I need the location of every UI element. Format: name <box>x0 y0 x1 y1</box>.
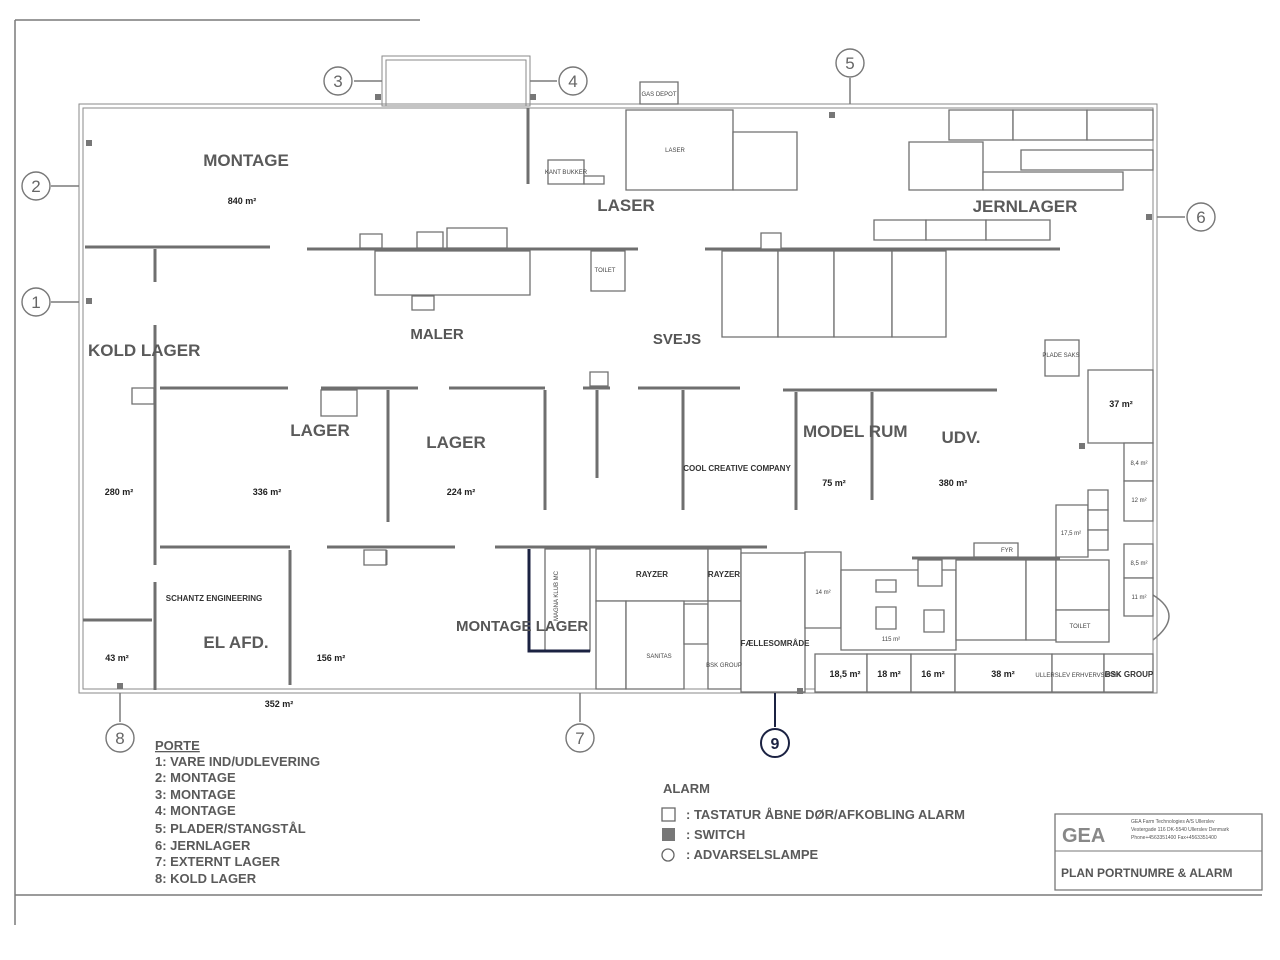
ullerslev-label: ULLERSLEV ERHVERVSPARK <box>1035 673 1120 679</box>
alarm-switch-marks <box>86 94 1152 694</box>
alarm-item-3: : ADVARSELSLAMPE <box>686 847 819 862</box>
area-kold-lager: 280 m² <box>105 487 134 497</box>
room-kold-lager: KOLD LAGER <box>88 341 200 360</box>
port-marker-3: 3 <box>324 67 352 95</box>
svg-text:9: 9 <box>771 736 780 753</box>
rayzer-label-2: RAYZER <box>708 570 740 579</box>
plade-saks-label: PLADE SAKS <box>1042 353 1079 359</box>
area-37: 37 m² <box>1109 399 1133 409</box>
toilet-label-2: TOILET <box>1070 624 1091 630</box>
area-lager-2: 224 m² <box>447 487 476 497</box>
porte-item-4: 4: MONTAGE <box>155 803 236 818</box>
port-marker-8: 8 <box>106 724 134 752</box>
port-marker-4: 4 <box>559 67 587 95</box>
port-marker-1: 1 <box>22 288 50 316</box>
rayzer-label-1: RAYZER <box>636 570 668 579</box>
marker-leaders <box>51 78 1185 727</box>
company-line-3: Phone+4563351400 Fax+4563351400 <box>1131 835 1217 841</box>
area-8-4: 8,4 m² <box>1130 461 1147 467</box>
area-156: 156 m² <box>317 653 346 663</box>
area-lager-1: 336 m² <box>253 487 282 497</box>
svg-text:2: 2 <box>31 177 40 196</box>
port-marker-5: 5 <box>836 49 864 77</box>
keypad-square-icon <box>662 808 675 821</box>
laser-box-label: LASER <box>665 148 685 154</box>
svg-text:3: 3 <box>333 72 342 91</box>
porte-title: PORTE <box>155 738 200 753</box>
gas-depot-label: GAS DEPOT <box>641 92 676 98</box>
kant-bukker-label: KANT BUKKER <box>545 170 588 176</box>
faellesomraade-label: FÆLLESOMRÅDE <box>741 639 811 648</box>
area-model-rum: 75 m² <box>822 478 846 488</box>
area-udv: 380 m² <box>939 478 968 488</box>
title-block: GEA GEA Farm Technologies A/S Ullerslev … <box>1055 814 1262 890</box>
area-11: 11 m² <box>1132 595 1147 601</box>
room-montage: MONTAGE <box>203 151 289 170</box>
interior-walls <box>83 82 1153 692</box>
porte-item-3: 3: MONTAGE <box>155 787 236 802</box>
magna-klub-highlight <box>529 549 590 651</box>
room-el-afd: EL AFD. <box>203 633 268 652</box>
alarm-item-1: : TASTATUR ÅBNE DØR/AFKOBLING ALARM <box>686 807 965 822</box>
alarm-item-2: : SWITCH <box>686 827 745 842</box>
svg-text:8: 8 <box>115 729 124 748</box>
svg-text:4: 4 <box>568 72 577 91</box>
area-8-5: 8,5 m² <box>1130 561 1147 567</box>
port-marker-7: 7 <box>566 724 594 752</box>
porte-item-2: 2: MONTAGE <box>155 770 236 785</box>
room-labels: MONTAGE 840 m² LASER LASER KANT BUKKER G… <box>88 92 1154 709</box>
porte-item-8: 8: KOLD LAGER <box>155 871 257 886</box>
svg-text:7: 7 <box>575 729 584 748</box>
svg-text:6: 6 <box>1196 208 1205 227</box>
svg-text:1: 1 <box>31 293 40 312</box>
porte-item-5: 5: PLADER/STANGSTÅL <box>155 821 306 836</box>
svg-text:5: 5 <box>845 54 854 73</box>
room-svejs: SVEJS <box>653 331 701 348</box>
gea-logo: GEA <box>1062 825 1105 847</box>
fyr-label: FYR <box>1001 548 1014 554</box>
porte-item-6: 6: JERNLAGER <box>155 838 251 853</box>
port-marker-9: 9 <box>761 729 789 757</box>
company-line-1: GEA Farm Technologies A/S Ullerslev <box>1131 819 1215 825</box>
area-12: 12 m² <box>1131 498 1146 504</box>
room-montage-lager: MONTAGE LAGER <box>456 618 588 635</box>
room-lager-1: LAGER <box>290 421 350 440</box>
porte-item-7: 7: EXTERNT LAGER <box>155 854 281 869</box>
company-line-2: Vestergade 116 DK-5540 Ullerslev Denmark <box>1131 827 1230 833</box>
area-115: 115 m² <box>882 637 900 643</box>
room-maler: MALER <box>410 326 463 343</box>
room-model-rum: MODEL RUM <box>803 422 908 441</box>
room-lager-2: LAGER <box>426 433 486 452</box>
area-18-5: 18,5 m² <box>829 669 860 679</box>
area-16: 16 m² <box>921 669 945 679</box>
port-marker-2: 2 <box>22 172 50 200</box>
toilet-label-1: TOILET <box>595 268 616 274</box>
cool-creative-label: COOL CREATIVE COMPANY <box>683 464 791 473</box>
alarm-title: ALARM <box>663 781 710 796</box>
porte-item-1: 1: VARE IND/UDLEVERING <box>155 754 320 769</box>
room-udv: UDV. <box>941 428 980 447</box>
porte-legend: PORTE 1: VARE IND/UDLEVERING 2: MONTAGE … <box>155 738 320 886</box>
room-jernlager: JERNLAGER <box>973 197 1078 216</box>
alarm-legend: ALARM : TASTATUR ÅBNE DØR/AFKOBLING ALAR… <box>662 781 965 862</box>
bsk-group-label-1: BSK GROUP <box>706 663 742 669</box>
bsk-group-label-2: BSK GROUP <box>1105 670 1154 679</box>
area-43: 43 m² <box>105 653 129 663</box>
area-17-5: 17,5 m² <box>1061 531 1081 537</box>
area-352: 352 m² <box>265 699 294 709</box>
drawing-title: PLAN PORTNUMRE & ALARM <box>1061 866 1233 880</box>
area-18: 18 m² <box>877 669 901 679</box>
area-montage: 840 m² <box>228 196 257 206</box>
room-laser: LASER <box>597 196 655 215</box>
area-14: 14 m² <box>815 590 830 596</box>
schantz-label: SCHANTZ ENGINEERING <box>166 594 262 603</box>
sanitas-label: SANITAS <box>646 654 671 660</box>
switch-square-icon <box>662 828 675 841</box>
warning-lamp-icon <box>662 849 674 861</box>
area-38: 38 m² <box>991 669 1015 679</box>
port-marker-6: 6 <box>1187 203 1215 231</box>
magna-klub-label: MAGNA KLUB MC <box>554 570 560 621</box>
